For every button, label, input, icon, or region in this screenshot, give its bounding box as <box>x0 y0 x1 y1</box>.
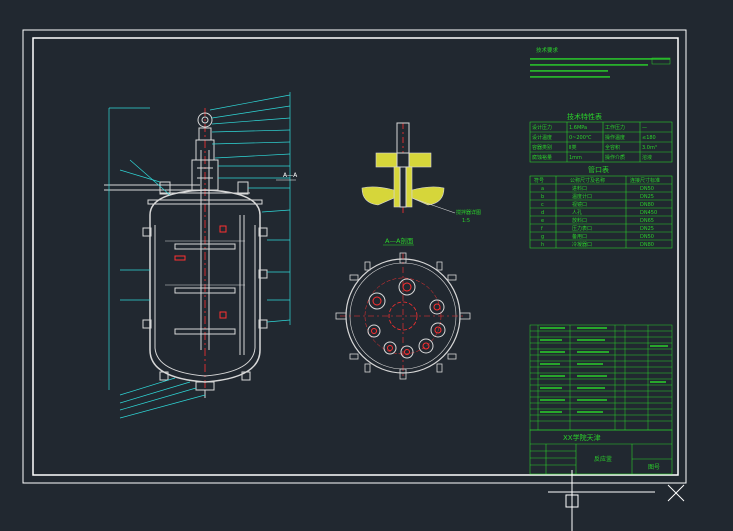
cut-mark: A—A <box>276 172 298 181</box>
parts-list-table[interactable] <box>529 324 673 431</box>
svg-text:1mm: 1mm <box>569 155 582 161</box>
svg-text:≤180: ≤180 <box>642 135 656 141</box>
svg-text:1.6MPa: 1.6MPa <box>569 125 587 131</box>
svg-text:DN450: DN450 <box>640 210 657 216</box>
drawing-title: 反应釜 <box>594 455 612 463</box>
svg-text:连接尺寸标准: 连接尺寸标准 <box>630 177 660 184</box>
svg-text:b: b <box>541 194 544 200</box>
svg-text:d: d <box>541 210 544 216</box>
svg-text:0~200℃: 0~200℃ <box>569 135 592 141</box>
design-table-title: 技术特性表 <box>567 112 602 121</box>
svg-text:设计压力: 设计压力 <box>532 124 552 131</box>
company-name: XX学院天津 <box>563 433 601 442</box>
nozzle-table[interactable]: 管口表 符号 公称尺寸及名称 连接尺寸标准 a 进料口 DN50 b 温度计口 DN25… <box>529 165 673 249</box>
section-aa-view[interactable]: A—A剖面 <box>335 236 471 380</box>
title-block[interactable]: XX学院天津 反应釜 图号 <box>529 429 673 475</box>
svg-text:c: c <box>541 202 544 208</box>
svg-text:人孔: 人孔 <box>572 209 582 216</box>
svg-text:DN50: DN50 <box>640 234 654 240</box>
svg-text:搅拌器详图: 搅拌器详图 <box>456 209 481 216</box>
crosshair-cursor-icon[interactable] <box>548 470 685 531</box>
leader-lines <box>108 92 291 419</box>
svg-text:Ⅱ类: Ⅱ类 <box>569 144 576 151</box>
svg-text:工作压力: 工作压力 <box>605 124 625 131</box>
svg-text:操作温度: 操作温度 <box>605 134 625 141</box>
svg-text:备用口: 备用口 <box>572 233 587 240</box>
agitator-detail-view[interactable]: 搅拌器详图 1:5 <box>361 122 481 224</box>
svg-text:进料口: 进料口 <box>572 185 587 192</box>
svg-text:h: h <box>541 242 544 248</box>
sheet-frame <box>22 29 687 484</box>
svg-text:公称尺寸及名称: 公称尺寸及名称 <box>570 177 605 184</box>
svg-text:腐蚀裕量: 腐蚀裕量 <box>532 154 552 161</box>
svg-text:DN80: DN80 <box>640 242 654 248</box>
svg-text:冷凝器口: 冷凝器口 <box>572 241 592 248</box>
svg-text:容器类别: 容器类别 <box>532 144 552 151</box>
svg-text:放料口: 放料口 <box>572 217 587 224</box>
svg-text:DN25: DN25 <box>640 226 654 232</box>
svg-text:1:5: 1:5 <box>462 218 470 224</box>
section-label: A—A剖面 <box>385 236 414 245</box>
svg-text:—: — <box>642 125 647 131</box>
svg-text:DN50: DN50 <box>640 186 654 192</box>
nozzle-table-title: 管口表 <box>588 165 609 174</box>
vessel-elevation-view[interactable] <box>104 108 268 398</box>
svg-text:全容积: 全容积 <box>605 144 620 151</box>
tech-requirements: 技术要求 <box>530 46 671 78</box>
svg-text:符号: 符号 <box>534 177 544 184</box>
parts-list-fill <box>540 327 668 413</box>
svg-text:DN25: DN25 <box>640 194 654 200</box>
design-data-table[interactable]: 技术特性表 设计压力 1.6MPa 工作压力 — 设计温度 0~200℃ 操作温… <box>529 112 673 163</box>
tech-req-title: 技术要求 <box>536 46 559 54</box>
svg-text:a: a <box>541 186 544 192</box>
cut-mark-label: A—A <box>283 172 298 179</box>
svg-text:视镜口: 视镜口 <box>572 201 587 208</box>
svg-text:f: f <box>541 226 543 232</box>
svg-text:温度计口: 温度计口 <box>572 193 592 200</box>
svg-text:操作介质: 操作介质 <box>605 154 625 161</box>
svg-text:DN65: DN65 <box>640 218 654 224</box>
svg-text:DN80: DN80 <box>640 202 654 208</box>
svg-text:e: e <box>541 218 544 224</box>
scale-label: 图号 <box>648 464 660 471</box>
svg-text:设计温度: 设计温度 <box>532 134 552 141</box>
svg-text:压力表口: 压力表口 <box>572 225 592 232</box>
svg-text:g: g <box>541 234 544 240</box>
svg-text:溶液: 溶液 <box>642 154 652 161</box>
svg-text:3.0m³: 3.0m³ <box>642 145 657 151</box>
